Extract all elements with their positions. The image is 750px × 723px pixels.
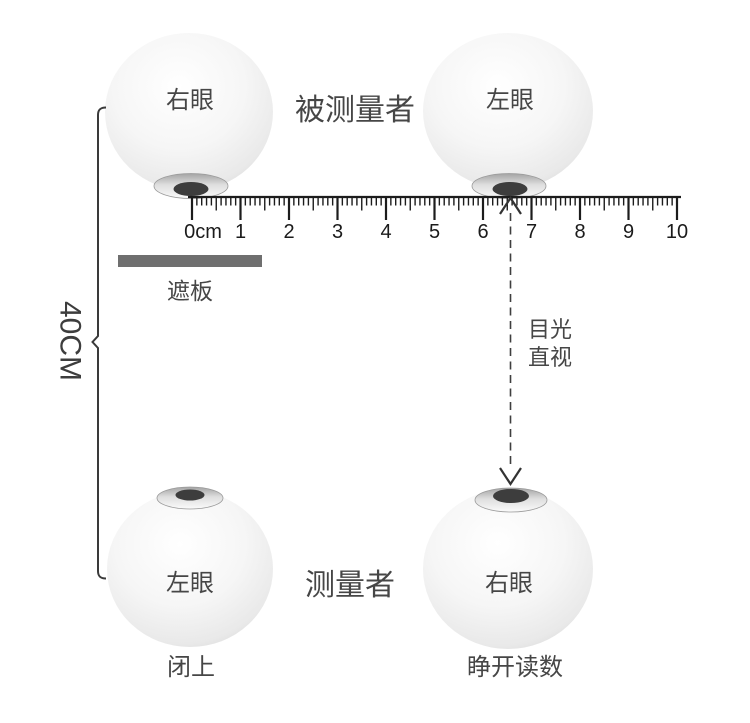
occluder-bar: [118, 255, 262, 267]
pupil: [493, 489, 529, 503]
measurer-right-eyeball: 右眼: [423, 487, 593, 649]
distance-bracket: 40CM: [54, 106, 107, 580]
pupil: [175, 489, 205, 501]
measurer-right-eye-label: 右眼: [485, 570, 533, 597]
eyeball-sphere: [107, 491, 273, 647]
gaze-line: 目光 直视: [499, 195, 572, 487]
subject-right-eyeball: 右眼: [105, 33, 273, 199]
open-and-read-caption: 睁开读数: [467, 654, 563, 681]
ruler-label: 9: [623, 221, 634, 243]
subject-left-eye-label: 左眼: [486, 87, 534, 114]
ruler-label: 10: [666, 221, 688, 243]
gaze-arrowhead-up-icon: [499, 195, 522, 215]
distance-label: 40CM: [54, 301, 87, 381]
gaze-label-line2: 直视: [528, 345, 572, 370]
gaze-label-line1: 目光: [528, 317, 572, 342]
bracket-line: [91, 106, 107, 580]
measurer-role-label: 测量者: [305, 569, 395, 602]
occluder: 遮板: [118, 255, 262, 304]
ruler-label: 0cm: [184, 221, 222, 243]
ruler-label: 3: [332, 221, 343, 243]
subject-role-label: 被测量者: [295, 94, 415, 127]
subject-right-eye-label: 右眼: [166, 87, 214, 114]
eyeball-sphere: [423, 33, 593, 189]
measurer-left-eyeball: 左眼: [107, 486, 273, 647]
ruler: 0cm 1 2 3 4 5 6 7 8 9 10: [184, 195, 688, 243]
occluder-label: 遮板: [167, 278, 213, 304]
measurer-left-eye-label: 左眼: [166, 570, 214, 597]
gaze-arrowhead-down-icon: [499, 467, 522, 487]
ruler-label: 5: [429, 221, 440, 243]
ruler-label: 8: [574, 221, 585, 243]
pupil: [173, 182, 209, 196]
ruler-labels: 0cm 1 2 3 4 5 6 7 8 9 10: [184, 221, 688, 243]
ruler-label: 1: [235, 221, 246, 243]
eyeball-sphere: [105, 33, 273, 191]
ruler-label: 6: [477, 221, 488, 243]
ruler-ticks: [190, 197, 679, 220]
ruler-label: 2: [283, 221, 294, 243]
ruler-label: 7: [526, 221, 537, 243]
pupil: [492, 182, 528, 196]
closed-eye-caption: 闭上: [167, 654, 215, 681]
ruler-label: 4: [380, 221, 391, 243]
eyeball-sphere: [423, 489, 593, 649]
subject-left-eyeball: 左眼: [423, 33, 593, 199]
